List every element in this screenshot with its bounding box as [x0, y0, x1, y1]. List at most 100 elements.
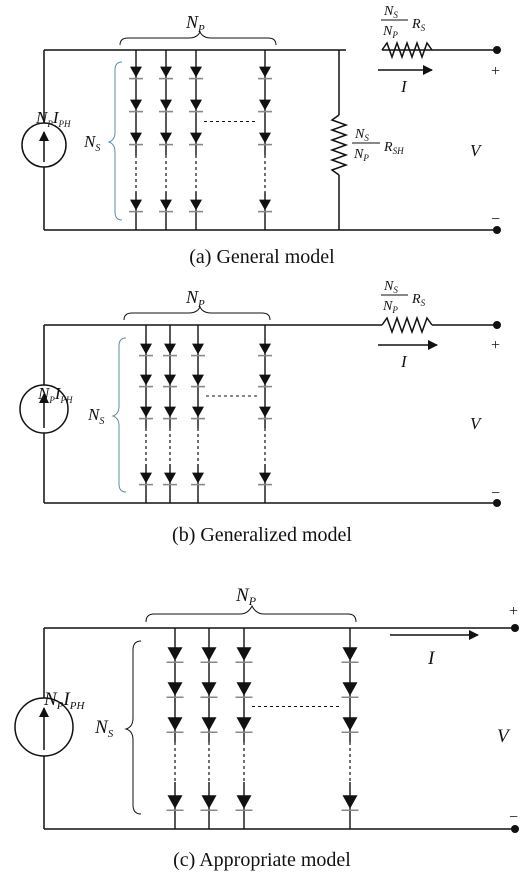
diagram-b-generalized-model: NP NS NPIPH NS NP RS I V + − (b) General…	[19, 279, 501, 546]
plus-sign: +	[509, 603, 518, 620]
diode-icon	[342, 795, 358, 809]
source-label: N	[35, 108, 49, 127]
svg-text:NP: NP	[185, 12, 205, 35]
caption-c: (c) Appropriate model	[173, 849, 351, 871]
diode-icon	[259, 472, 271, 484]
circuit-wires	[43, 627, 515, 830]
diode-icon	[201, 647, 217, 661]
diode-icon	[236, 647, 252, 661]
diode-icon	[201, 795, 217, 809]
diode-icon	[167, 682, 183, 696]
diode-icon	[130, 99, 142, 111]
diode-icon	[259, 343, 271, 355]
ns-label: N	[87, 405, 101, 424]
diode-icon	[259, 66, 271, 78]
diode-icon	[160, 66, 172, 78]
diode-icon	[259, 132, 271, 144]
diode-icon	[201, 682, 217, 696]
svg-text:RSH: RSH	[383, 140, 404, 156]
circuit-wires	[43, 315, 497, 504]
diode-icon	[236, 795, 252, 809]
svg-text:NPIPH: NPIPH	[37, 384, 73, 405]
ns-brace	[124, 640, 142, 815]
diagram-a-general-model: NP NS NPIPH NS NP RS NS NP RSH I V + − (…	[21, 4, 501, 268]
diode-icon	[342, 682, 358, 696]
diode-icon	[342, 647, 358, 661]
ns-label: N	[94, 717, 109, 738]
diode-icon	[259, 406, 271, 418]
diode-icon	[164, 374, 176, 386]
diode-icon	[192, 343, 204, 355]
diode-icon	[140, 374, 152, 386]
source-label: N	[37, 384, 51, 403]
minus-sign: −	[491, 211, 500, 228]
terminal-plus-dot	[493, 46, 501, 54]
svg-text:NP: NP	[382, 299, 398, 315]
diode-icon	[259, 99, 271, 111]
terminal-plus-dot	[511, 624, 519, 632]
svg-text:NS: NS	[87, 405, 104, 427]
current-label: I	[427, 648, 436, 669]
svg-text:NP: NP	[235, 585, 257, 608]
minus-sign: −	[509, 809, 518, 826]
ns-brace	[111, 337, 127, 493]
voltage-label: V	[470, 141, 483, 160]
diode-icon	[192, 374, 204, 386]
svg-text:RS: RS	[411, 292, 426, 308]
circuit-wires	[43, 40, 497, 231]
ns-label: N	[83, 132, 97, 151]
diode-icon	[167, 717, 183, 731]
svg-text:RS: RS	[411, 17, 426, 33]
current-label: I	[400, 352, 408, 371]
terminal-minus-dot	[493, 499, 501, 507]
diode-icon	[236, 717, 252, 731]
diode-icon	[167, 795, 183, 809]
voltage-label: V	[497, 726, 511, 747]
svg-text:NPIPH: NPIPH	[35, 108, 71, 129]
voltage-label: V	[470, 414, 483, 433]
diode-icon	[236, 682, 252, 696]
diode-icon	[259, 199, 271, 211]
diode-icon	[164, 472, 176, 484]
svg-text:NS: NS	[383, 279, 398, 295]
svg-text:NS: NS	[94, 717, 114, 740]
diode-icon	[342, 717, 358, 731]
np-brace	[119, 30, 277, 46]
caption-b: (b) Generalized model	[172, 524, 352, 546]
terminal-minus-dot	[493, 226, 501, 234]
np-label: N	[235, 585, 250, 606]
series-resistor	[381, 40, 433, 60]
diode-array	[166, 628, 359, 829]
diode-icon	[130, 66, 142, 78]
diode-icon	[192, 406, 204, 418]
diagram-c-appropriate-model: NP NS NPIPH I V + − (c) Appropriate mode…	[14, 585, 519, 871]
svg-text:NS: NS	[383, 4, 398, 20]
terminal-minus-dot	[511, 825, 519, 833]
minus-sign: −	[491, 485, 500, 502]
diode-icon	[190, 132, 202, 144]
terminal-plus-dot	[493, 321, 501, 329]
diode-icon	[164, 406, 176, 418]
diode-icon	[130, 199, 142, 211]
svg-text:NPIPH: NPIPH	[43, 689, 85, 712]
np-brace	[145, 604, 357, 623]
plus-sign: +	[491, 337, 500, 354]
diode-icon	[160, 199, 172, 211]
diode-icon	[190, 199, 202, 211]
series-resistor	[381, 315, 433, 335]
ns-sub: S	[95, 143, 100, 154]
np-brace	[123, 305, 271, 321]
ns-brace	[107, 61, 123, 221]
diode-icon	[164, 343, 176, 355]
np-sub: P	[197, 23, 205, 35]
svg-text:NP: NP	[382, 24, 398, 40]
np-label: N	[185, 12, 199, 32]
diode-icon	[140, 472, 152, 484]
diode-icon	[167, 647, 183, 661]
diode-icon	[192, 472, 204, 484]
np-label: N	[185, 287, 199, 307]
svg-text:NS: NS	[83, 132, 100, 154]
diode-icon	[140, 406, 152, 418]
plus-sign: +	[491, 63, 500, 80]
